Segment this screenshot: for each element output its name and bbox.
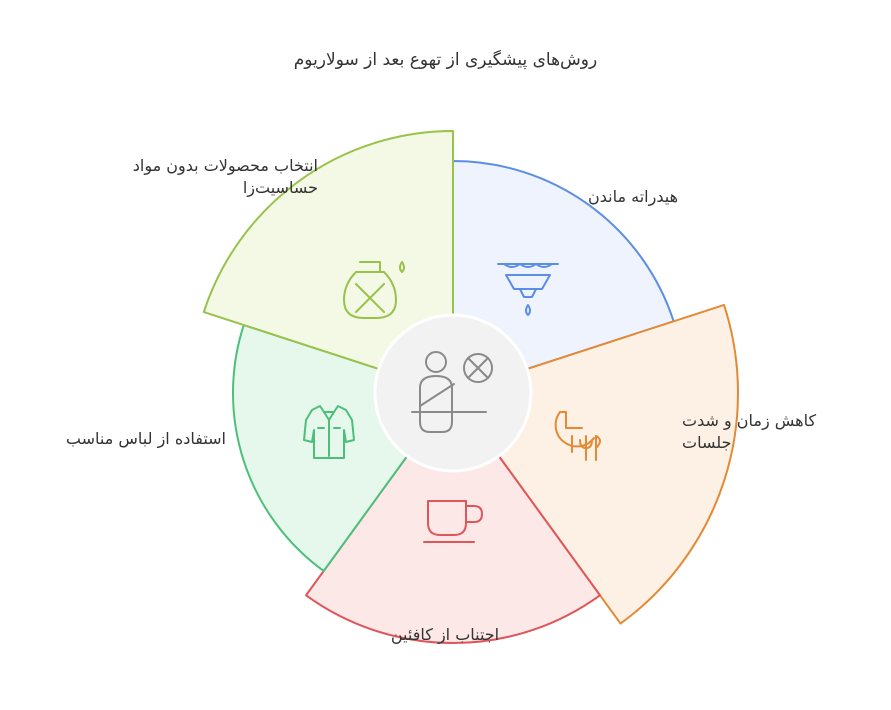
person-seatbelt-no-icon <box>411 351 493 433</box>
label-reduce-session: کاهش زمان و شدت جلسات <box>682 411 817 452</box>
label-hydration: هیدراته ماندن <box>588 187 678 206</box>
faucet-water-drop-icon <box>497 263 559 316</box>
shirt-icon <box>303 405 355 459</box>
label-avoid-caffeine: اجتناب از کافئین <box>390 625 500 644</box>
timer-light-intensity-icon <box>554 411 601 461</box>
coffee-cup-icon <box>423 500 483 543</box>
label-suitable-clothing: استفاده از لباس مناسب <box>65 429 226 448</box>
diagram-title: روش‌های پیشگیری از تهوع بعد از سولاریوم <box>293 50 598 70</box>
label-allergen-free-products: انتخاب محصولات بدون مواد حساسیت‌زا <box>132 156 318 197</box>
no-allergen-bottle-icon <box>343 261 405 319</box>
